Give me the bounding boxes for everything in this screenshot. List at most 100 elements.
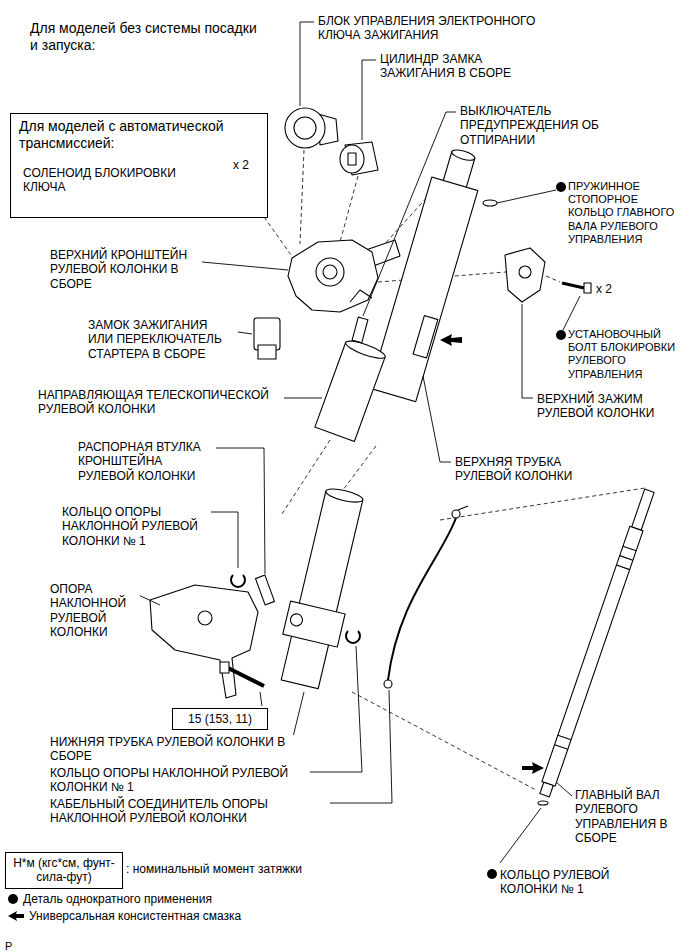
leader-line	[522, 304, 533, 398]
label-holder: КОЛЬЦО РУЛЕВОЙ КОЛОНКИ № 1	[500, 868, 650, 897]
part-outline	[348, 153, 356, 165]
grease-arrow	[522, 762, 544, 774]
part-outline	[538, 801, 548, 805]
exploded-view-dash	[352, 692, 536, 790]
part-outline	[540, 782, 553, 797]
label-holder: ВЕРХНИЙ ЗАЖИМ РУЛЕВОЙ КОЛОНКИ	[537, 392, 682, 421]
leader-line	[363, 112, 456, 316]
part-label: x 2	[596, 282, 612, 296]
label-holder: КОЛЬЦО ОПОРЫ НАКЛОННОЙ РУЛЕВОЙ КОЛОНКИ №…	[62, 505, 207, 549]
label-holder: УСТАНОВОЧНЫЙ БОЛТ БЛОКИРОВКИ РУЛЕВОГО УП…	[568, 328, 684, 382]
leader-line	[563, 296, 580, 330]
part-outline	[344, 338, 387, 362]
part-outline	[316, 258, 344, 286]
legend-row: : номинальный момент затяжки	[126, 862, 302, 876]
part-label: РАСПОРНАЯ ВТУЛКА КРОНШТЕЙНА РУЛЕВОЙ КОЛО…	[78, 440, 213, 483]
box-text: 15 (153, 11)	[188, 712, 252, 726]
part-outline	[538, 488, 656, 797]
part-label: НИЖНЯЯ ТРУБКА РУЛЕВОЙ КОЛОНКИ В СБОРЕ	[50, 735, 300, 764]
exploded-view-dash	[340, 176, 358, 242]
part-outline	[283, 601, 345, 647]
part-outline	[315, 338, 387, 442]
part-label: ЦИЛИНДР ЗАМКА ЗАЖИГАНИЯ В СБОРЕ	[380, 52, 530, 81]
leader-line	[300, 22, 314, 106]
grease-arrow	[440, 334, 544, 774]
part-outline	[288, 240, 378, 312]
label-holder: ВЕРХНИЙ КРОНШТЕЙН РУЛЕВОЙ КОЛОНКИ В СБОР…	[50, 248, 200, 292]
part-outline	[350, 290, 372, 302]
box-text: Н*м (кгс*см, фунт-сила-фут)	[10, 856, 118, 885]
part-outline	[281, 491, 363, 689]
label-holder: РАСПОРНАЯ ВТУЛКА КРОНШТЕЙНА РУЛЕВОЙ КОЛО…	[78, 440, 213, 484]
legend-row: Деталь однократного применения	[7, 892, 212, 906]
label-holder: БЛОК УПРАВЛЕНИЯ ЭЛЕКТРОННОГО КЛЮЧА ЗАЖИГ…	[318, 14, 553, 43]
quantity-label: x 2	[233, 158, 263, 172]
part-outline	[458, 506, 468, 510]
leader-line	[284, 398, 322, 399]
title-holder: Для моделей без системы посадки и запуск…	[30, 20, 265, 54]
single-use-dot	[8, 894, 18, 904]
label-holder: КАБЕЛЬНЫЙ СОЕДИНИТЕЛЬ ОПОРЫ НАКЛОННОЙ РУ…	[50, 797, 330, 826]
leader-line	[500, 808, 541, 863]
part-label: БЛОК УПРАВЛЕНИЯ ЭЛЕКТРОННОГО КЛЮЧА ЗАЖИГ…	[318, 14, 553, 43]
part-outline	[388, 518, 456, 680]
legend-row: Универсальная консистентная смазка	[7, 909, 241, 923]
page-code: P	[5, 940, 12, 952]
part-outline	[289, 613, 303, 627]
label-holder: ВЫКЛЮЧАТЕЛЬ ПРЕДУПРЕЖДЕНИЯ ОБ ОТПИРАНИИ	[460, 104, 610, 148]
part-outline	[555, 546, 637, 749]
part-outline	[584, 283, 591, 293]
exploded-view-dash	[300, 150, 304, 244]
part-outline	[542, 526, 643, 786]
leader-line	[300, 690, 392, 803]
part-label: НАПРАВЛЯЮЩАЯ ТЕЛЕСКОПИЧЕСКОЙ РУЛЕВОЙ КОЛ…	[38, 388, 278, 417]
label-holder: ЗАМОК ЗАЖИГАНИЯ ИЛИ ПЕРЕКЛЮЧАТЕЛЬ СТАРТЕ…	[88, 318, 234, 362]
label-holder: P	[5, 936, 25, 952]
leader-line	[362, 60, 376, 140]
leader-line	[238, 332, 252, 334]
leader-line	[497, 190, 556, 203]
part-outline	[256, 575, 275, 605]
label-holder: ПРУЖИННОЕ СТОПОРНОЕ КОЛЬЦО ГЛАВНОГО ВАЛА…	[568, 180, 684, 247]
part-outline	[323, 265, 337, 279]
label-holder: x 2	[596, 279, 626, 297]
part-label: ЗАМОК ЗАЖИГАНИЯ ИЛИ ПЕРЕКЛЮЧАТЕЛЬ СТАРТЕ…	[88, 318, 234, 361]
label-holder: ГЛАВНЫЙ ВАЛ РУЛЕВОГО УПРАВЛЕНИЯ В СБОРЕ	[575, 788, 683, 846]
exploded-view-dash	[546, 276, 560, 282]
part-outline	[370, 144, 488, 401]
legend-text: Деталь однократного применения	[23, 892, 212, 906]
part-outline	[272, 484, 372, 691]
part-outline	[452, 510, 460, 518]
leader-line	[260, 692, 262, 706]
legend-unit-box: Н*м (кгс*см, фунт-сила-фут)	[5, 852, 123, 889]
leader-line	[211, 512, 238, 568]
label-holder: ОПОРА НАКЛОННОЙ РУЛЕВОЙ КОЛОНКИ	[50, 582, 140, 640]
box-text: Для моделей с автоматической трансмиссие…	[19, 118, 259, 152]
part-label: ВЕРХНИЙ КРОНШТЕЙН РУЛЕВОЙ КОЛОНКИ В СБОР…	[50, 248, 200, 291]
diagram-title: Для моделей без системы посадки и запуск…	[30, 20, 265, 54]
part-label: КОЛЬЦО ОПОРЫ НАКЛОННОЙ РУЛЕВОЙ КОЛОНКИ №…	[62, 505, 207, 548]
part-outline	[325, 486, 364, 504]
legend-sample	[7, 892, 19, 906]
exploded-view-dash	[340, 446, 376, 494]
part-outline	[285, 108, 325, 148]
label-holder: КОЛЬЦО ОПОРЫ НАКЛОННОЙ РУЛЕВОЙ КОЛОНКИ №…	[50, 766, 310, 795]
single-use-dot	[487, 182, 566, 879]
part-outline	[258, 345, 276, 359]
leader-line	[556, 782, 572, 796]
part-outline	[346, 631, 360, 643]
part-outline	[505, 248, 545, 302]
part-outline	[483, 200, 497, 206]
part-outline	[256, 575, 275, 605]
part-outline	[231, 575, 245, 587]
part-outline	[150, 585, 258, 698]
exploded-view-dash	[252, 150, 645, 790]
part-outline	[340, 145, 364, 173]
part-outline	[413, 316, 438, 358]
part-label: ГЛАВНЫЙ ВАЛ РУЛЕВОГО УПРАВЛЕНИЯ В СБОРЕ	[575, 788, 683, 846]
legend-sample	[7, 909, 25, 923]
leader-line	[216, 448, 265, 574]
part-label: КОЛЬЦО РУЛЕВОЙ КОЛОНКИ № 1	[500, 868, 650, 897]
leader-line	[292, 692, 304, 741]
